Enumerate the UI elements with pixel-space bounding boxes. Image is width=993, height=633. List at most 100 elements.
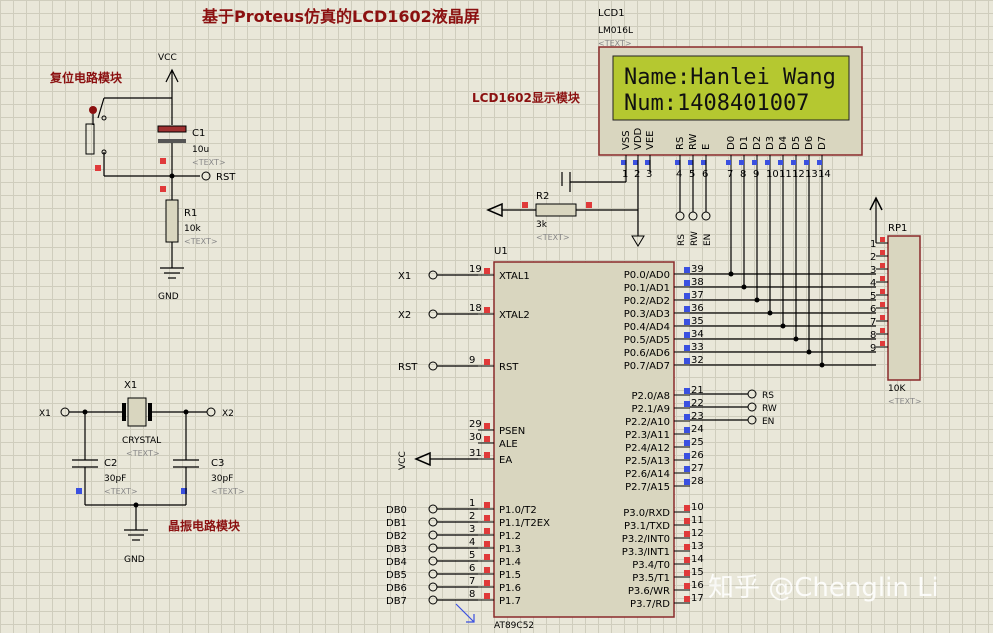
mcu-net-label: DB6 xyxy=(386,583,407,594)
mcu-right-pin-number: 21 xyxy=(691,385,704,396)
mcu-left-pin-name: P1.7 xyxy=(499,596,521,607)
mcu-right-pin-number: 23 xyxy=(691,411,704,422)
watermark: 知乎 @Chenglin Li xyxy=(708,573,939,603)
mcu-right-pin-name: P3.5/T1 xyxy=(632,573,670,584)
r1-body xyxy=(165,199,179,243)
bus-junction xyxy=(754,297,760,303)
mcu-right-pin-marker xyxy=(684,466,690,472)
rp1-value: 10K xyxy=(888,384,906,394)
mcu-net-label: DB5 xyxy=(386,570,407,581)
mcu-left-pin-marker xyxy=(484,359,490,365)
mcu-pins: 19XTAL1X118XTAL2X29RSTRST29PSEN30ALE31EA… xyxy=(386,264,704,610)
probe-arrow xyxy=(455,603,475,623)
lcd1-component[interactable]: LCD1 LM016L <TEXT> Name:Hanlei Wang Num:… xyxy=(598,8,863,180)
crystal-circuit: X1 X2 X1 CRYSTAL <TEXT> C2 30pF <TEXT> C… xyxy=(39,380,245,565)
mcu-left-pin-name: P1.3 xyxy=(499,544,521,555)
lcd-pin-name: D3 xyxy=(765,136,776,150)
mcu-right-pin-number: 13 xyxy=(691,541,704,552)
lcd-module-label: LCD1602显示模块 xyxy=(472,90,581,105)
lcd-screen xyxy=(612,55,850,121)
mcu-right-pin-name: P3.4/T0 xyxy=(632,560,670,571)
vcc-label-top: VCC xyxy=(158,53,177,63)
ea-vcc: VCC xyxy=(398,451,478,470)
bus-junction xyxy=(806,349,812,355)
mcu-left-pin-name: XTAL1 xyxy=(499,271,530,282)
mcu-right-pin-name: P0.2/AD2 xyxy=(624,296,670,307)
mcu-right-pin-name: P2.5/A13 xyxy=(625,456,670,467)
mcu-net-label: DB3 xyxy=(386,544,407,555)
c2-value: 30pF xyxy=(104,474,126,484)
x1-net-left: X1 xyxy=(39,409,51,419)
lcd-pin-number: 4 xyxy=(676,169,682,180)
mcu-right-pin-marker xyxy=(684,306,690,312)
lcd-pin-name: D7 xyxy=(817,136,828,150)
en-net-lcd: EN xyxy=(703,234,713,246)
mcu-left-pin-marker xyxy=(484,502,490,508)
mcu-left-pin-number: 6 xyxy=(469,563,475,574)
schematic-title: 基于Proteus仿真的LCD1602液晶屏 xyxy=(201,7,480,26)
lcd-pin-number: 1 xyxy=(622,169,628,180)
mcu-right-pin-marker xyxy=(684,401,690,407)
lcd-pin-number: 13 xyxy=(805,169,818,180)
mcu-left-pin-number: 2 xyxy=(469,511,475,522)
mcu-right-pin-number: 26 xyxy=(691,450,704,461)
mcu-left-pin-name: P1.5 xyxy=(499,570,521,581)
reset-button[interactable] xyxy=(85,123,95,155)
reset-circuit: VCC C1 10u <TEXT> RST R1 10k <TEXT> GN xyxy=(85,53,236,302)
mcu-right-pin-marker xyxy=(684,531,690,537)
mcu-left-pin-marker xyxy=(484,515,490,521)
mcu-net-terminal xyxy=(428,595,438,605)
mcu-left-pin-marker xyxy=(484,436,490,442)
mcu-right-pin-name: P2.1/A9 xyxy=(631,404,670,415)
mcu-body xyxy=(493,261,675,618)
mcu-left-pin-name: P1.0/T2 xyxy=(499,505,537,516)
mcu-right-pin-name: P3.3/INT1 xyxy=(622,547,670,558)
mcu-right-pin-marker xyxy=(684,358,690,364)
mcu-right-pin-number: 32 xyxy=(691,355,704,366)
en-net-mcu: EN xyxy=(762,417,774,427)
p2-nets: RS RW EN xyxy=(690,389,777,427)
mcu-left-pin-number: 19 xyxy=(469,264,482,275)
c2-ref: C2 xyxy=(104,458,117,469)
mcu-right-pin-marker xyxy=(684,319,690,325)
lcd-pin-name: D4 xyxy=(778,136,789,150)
mcu-right-pin-name: P2.6/A14 xyxy=(625,469,670,480)
lcd-pin-name: D5 xyxy=(791,136,802,150)
mcu-left-pin-name: P1.6 xyxy=(499,583,521,594)
rp1-pin-marker xyxy=(880,302,885,307)
crystal-body xyxy=(127,397,147,427)
r1-text-tag: <TEXT> xyxy=(184,237,218,246)
rp1-text-tag: <TEXT> xyxy=(888,397,922,406)
lcd-pin-marker xyxy=(804,160,809,165)
mcu-left-pin-number: 4 xyxy=(469,537,475,548)
reset-module-label: 复位电路模块 xyxy=(49,70,123,85)
bus-junction xyxy=(793,336,799,342)
mcu-right-pin-number: 24 xyxy=(691,424,704,435)
mcu-left-pin-number: 9 xyxy=(469,355,475,366)
rp1-pin-number: 5 xyxy=(870,291,876,302)
lcd-pin-name: RW xyxy=(688,133,699,150)
mcu-u1[interactable]: U1 AT89C52 19XTAL1X118XTAL2X29RSTRST29PS… xyxy=(386,246,704,631)
mcu-left-pin-number: 7 xyxy=(469,576,475,587)
lcd-pin-number: 11 xyxy=(779,169,792,180)
lcd-pin-marker xyxy=(633,160,638,165)
mcu-right-pin-number: 10 xyxy=(691,502,704,513)
mcu-right-pin-name: P0.6/AD6 xyxy=(624,348,670,359)
r1-value: 10k xyxy=(184,224,201,234)
mcu-right-pin-marker xyxy=(684,293,690,299)
mcu-left-pin-marker xyxy=(484,554,490,560)
lcd-pin-name: VEE xyxy=(645,131,656,150)
rp1-pin-number: 1 xyxy=(870,239,876,250)
lcd-pin-marker xyxy=(765,160,770,165)
mcu-left-pin-marker xyxy=(484,528,490,534)
mcu-left-pin-marker xyxy=(484,452,490,458)
mcu-ref: U1 xyxy=(494,246,508,257)
c1-ref: C1 xyxy=(192,128,205,139)
c1-plate-top xyxy=(157,125,187,133)
lcd-pin-marker xyxy=(726,160,731,165)
mcu-model: AT89C52 xyxy=(494,621,534,631)
lcd-pin-number: 6 xyxy=(702,169,708,180)
